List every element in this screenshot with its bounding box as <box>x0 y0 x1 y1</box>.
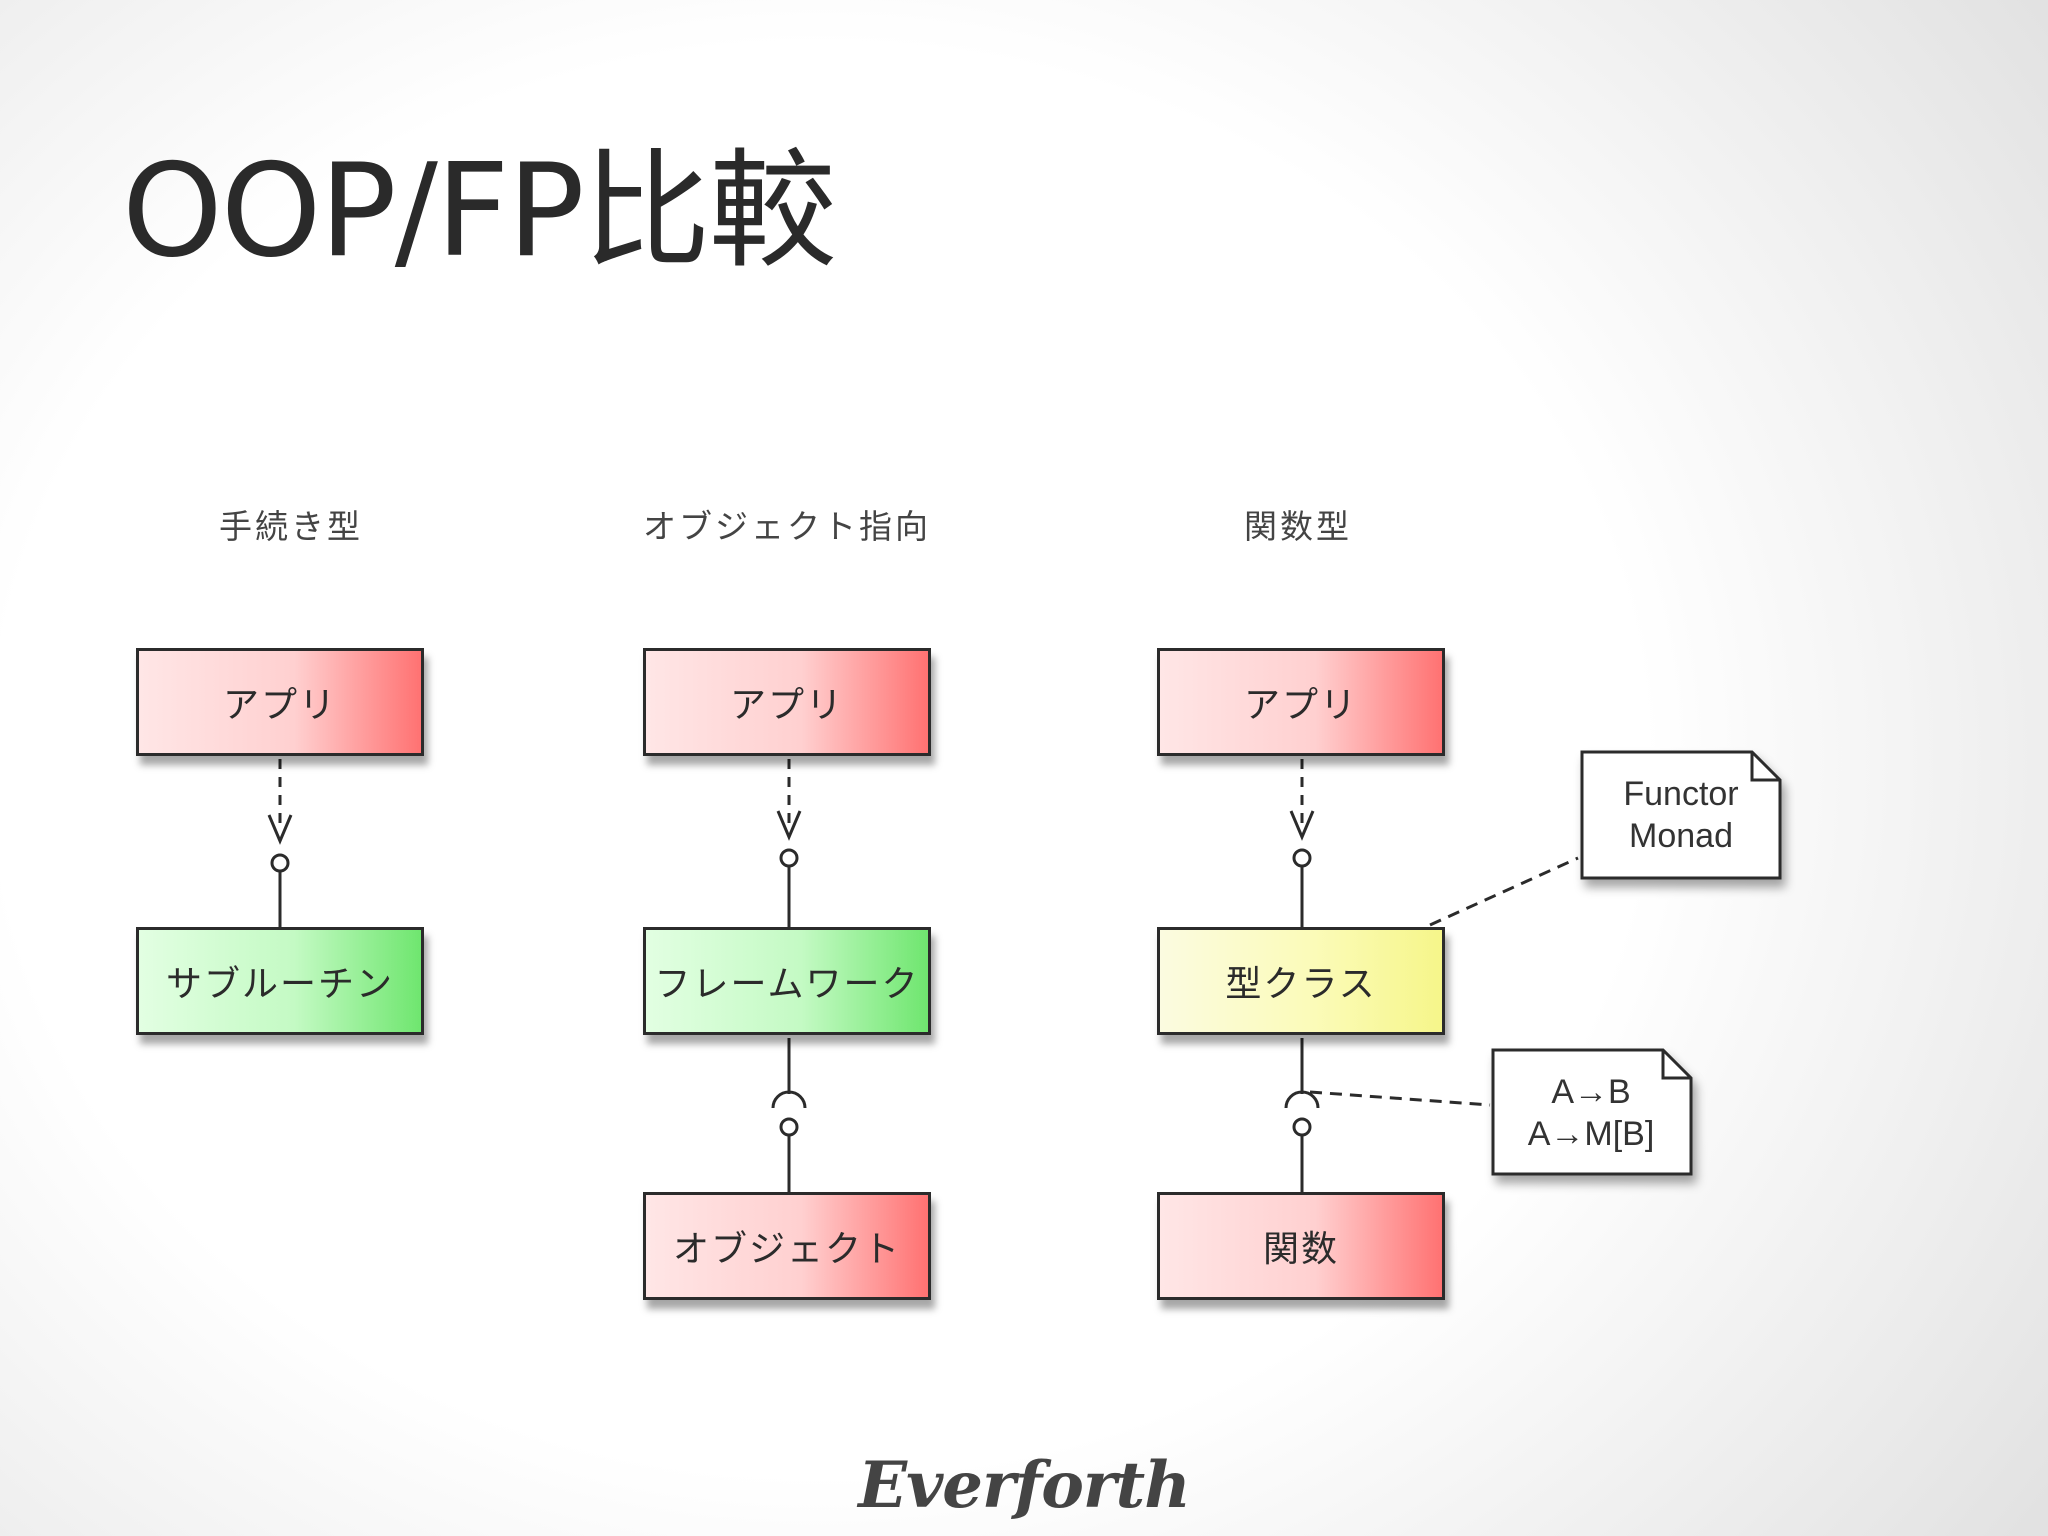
note-line: Functor <box>1623 775 1739 813</box>
interface-socket <box>1284 1090 1320 1109</box>
box-subroutine: サブルーチン <box>136 927 424 1035</box>
heading-object-oriented: オブジェクト指向 <box>643 507 931 546</box>
arrowhead <box>776 810 802 841</box>
box-type-class: 型クラス <box>1157 927 1445 1035</box>
note-line: A→M[B] <box>1527 1115 1655 1153</box>
note-function-signatures: A→B A→M[B] <box>1490 1050 1692 1176</box>
note-functor-shape <box>1580 750 1782 880</box>
interface-lollipop <box>779 1117 799 1137</box>
box-oop-app: アプリ <box>643 648 931 756</box>
interface-lollipop <box>1292 1117 1312 1137</box>
box-procedural-app: アプリ <box>136 648 424 756</box>
note-anchor-function <box>1309 1090 1491 1107</box>
heading-functional: 関数型 <box>1244 507 1352 546</box>
interface-lollipop <box>1292 848 1312 868</box>
box-framework: フレームワーク <box>643 927 931 1035</box>
interface-lollipop <box>270 853 290 873</box>
note-anchor-functor <box>1429 856 1579 927</box>
arrowhead <box>1289 810 1315 841</box>
interface-socket <box>771 1090 807 1109</box>
arrowhead <box>267 814 293 845</box>
heading-procedural: 手続き型 <box>219 507 363 546</box>
box-function: 関数 <box>1157 1192 1445 1300</box>
note-line: Monad <box>1629 817 1733 855</box>
note-function-shape <box>1491 1048 1693 1176</box>
box-object: オブジェクト <box>643 1192 931 1300</box>
note-line: A→B <box>1551 1073 1631 1111</box>
note-functor-monad: Functor Monad <box>1580 752 1782 878</box>
box-fp-app: アプリ <box>1157 648 1445 756</box>
slide-title: OOP/FP比較 <box>122 137 837 286</box>
interface-lollipop <box>779 848 799 868</box>
brand-logo: Everforth <box>858 1448 1190 1523</box>
